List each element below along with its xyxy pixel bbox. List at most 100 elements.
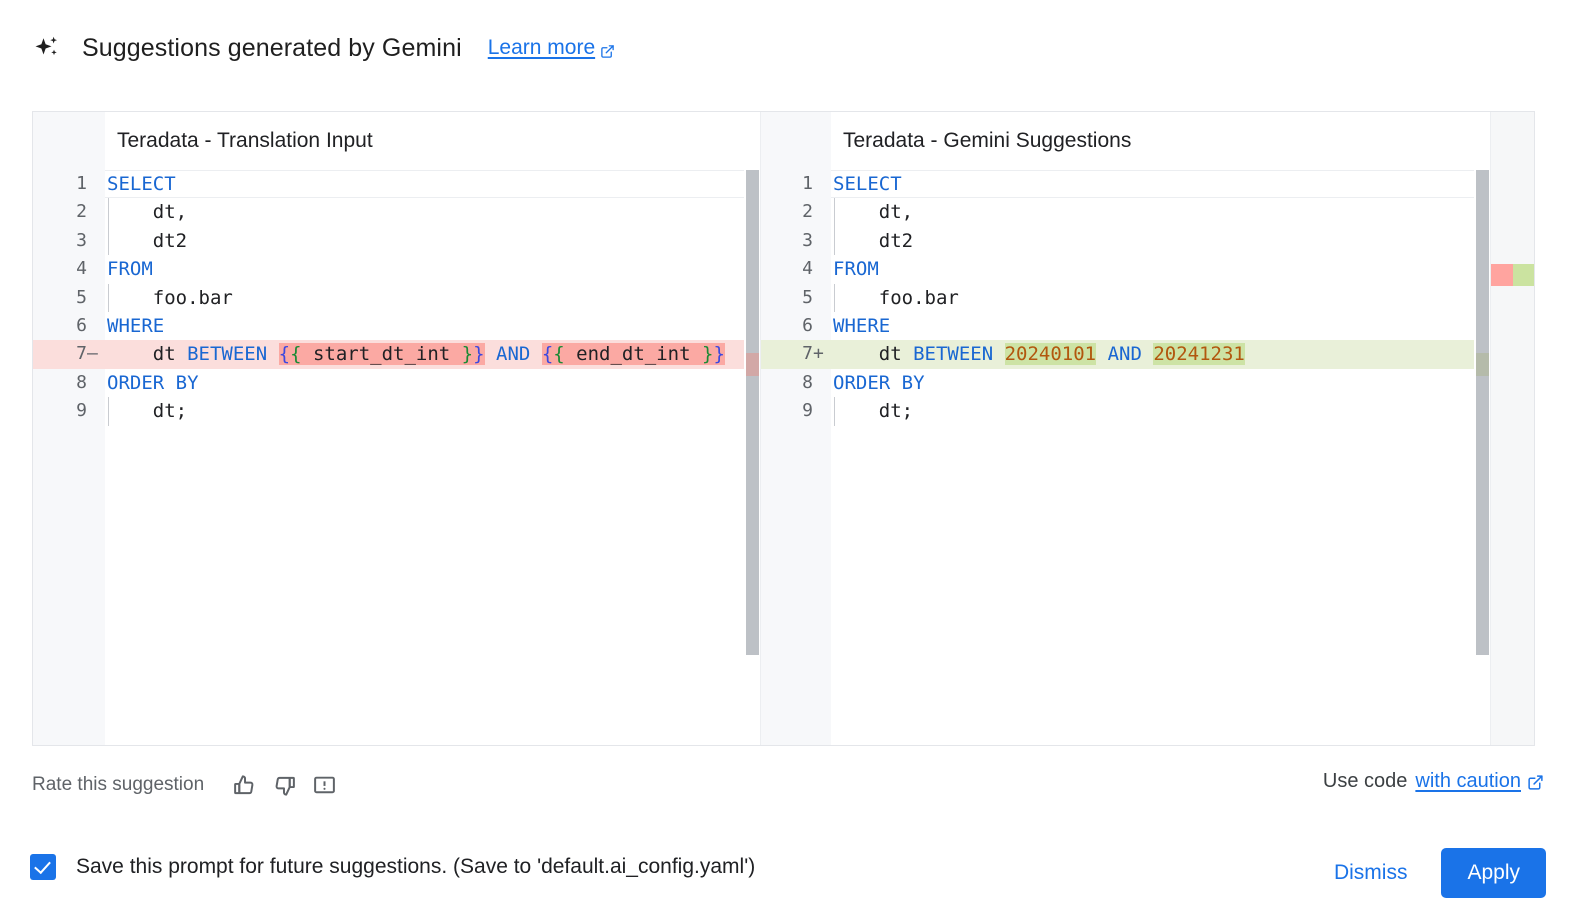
code-token: dt, — [107, 201, 188, 224]
thumb-up-icon[interactable] — [226, 767, 262, 803]
code-token: SELECT — [107, 173, 176, 195]
learn-more-label: Learn more — [487, 36, 596, 59]
code-token: dt; — [833, 400, 914, 423]
code-token — [1096, 343, 1107, 365]
right-scrollbar-thumb[interactable] — [1476, 170, 1489, 655]
code-token: } — [461, 343, 474, 366]
footer-actions: Dismiss Apply — [1318, 848, 1546, 898]
diff-sign: — — [87, 343, 98, 365]
line-number: 5 — [76, 286, 87, 308]
rate-suggestion-row: Rate this suggestion — [32, 765, 346, 805]
code-token: 20240101 — [1004, 343, 1097, 366]
right-gutter-title-spacer — [761, 112, 831, 170]
code-token: dt2 — [833, 229, 914, 252]
code-token: BETWEEN — [187, 343, 268, 366]
left-vertical-scrollbar[interactable] — [744, 112, 760, 745]
rate-label: Rate this suggestion — [32, 774, 205, 795]
line-number: 8 — [802, 371, 813, 393]
code-token — [993, 343, 1004, 365]
apply-button[interactable]: Apply — [1441, 848, 1546, 898]
code-line: dt BETWEEN 20240101 AND 20241231 — [831, 340, 1490, 369]
code-line: foo.bar — [105, 283, 760, 313]
use-code-prefix: Use code — [1322, 770, 1408, 792]
line-number: 2 — [802, 201, 813, 223]
left-scrollbar-thumb[interactable] — [746, 170, 759, 655]
external-link-icon — [1527, 774, 1543, 790]
code-token: foo.bar — [833, 286, 959, 309]
line-number: 3 — [802, 229, 813, 251]
external-link-icon — [600, 41, 615, 58]
line-number: 6 — [76, 314, 87, 336]
code-token: dt — [833, 343, 914, 366]
line-number: 3 — [76, 229, 87, 251]
code-line: FROM — [105, 255, 760, 283]
save-prompt-row: Save this prompt for future suggestions.… — [30, 854, 755, 880]
line-number: 1 — [802, 173, 813, 194]
code-token: SELECT — [833, 173, 902, 195]
code-token — [485, 343, 496, 365]
code-token: { — [278, 343, 291, 366]
code-token: } — [473, 343, 485, 366]
code-line: dt; — [831, 397, 1490, 426]
line-number: 6 — [802, 314, 813, 336]
code-line: dt BETWEEN {{ start_dt_int }} AND {{ end… — [105, 340, 760, 369]
page-title: Suggestions generated by Gemini — [82, 33, 462, 62]
left-gutter-title-spacer — [33, 112, 105, 170]
overview-ruler[interactable] — [1490, 112, 1534, 745]
code-line: dt2 — [831, 226, 1490, 256]
use-code-caution: Use code with caution — [1322, 770, 1543, 793]
with-caution-link[interactable]: with caution — [1415, 770, 1521, 792]
code-line: dt; — [105, 397, 760, 426]
diff-sign: + — [813, 343, 824, 365]
ruler-delete-marker — [1491, 264, 1513, 286]
code-line: WHERE — [105, 312, 760, 340]
report-icon[interactable] — [306, 767, 342, 803]
code-token: dt2 — [107, 229, 188, 252]
line-number: 7+ — [761, 340, 831, 369]
code-token: ORDER BY — [107, 371, 199, 394]
line-number: 9 — [802, 400, 813, 422]
code-token: dt — [107, 343, 188, 366]
save-prompt-label: Save this prompt for future suggestions.… — [76, 855, 756, 878]
code-token: dt, — [833, 201, 914, 224]
right-vertical-scrollbar[interactable] — [1474, 112, 1490, 745]
left-code-area[interactable]: Teradata - Translation Input SELECT dt, … — [105, 112, 760, 745]
code-token — [530, 343, 541, 365]
line-number: 8 — [76, 371, 87, 393]
code-line: FROM — [831, 255, 1490, 283]
code-token — [1142, 343, 1153, 365]
code-token: FROM — [833, 258, 879, 281]
code-token: { — [290, 343, 302, 366]
ruler-add-marker — [1513, 264, 1534, 286]
code-token: AND — [1107, 343, 1142, 366]
code-token: FROM — [107, 258, 153, 281]
learn-more-link[interactable]: Learn more — [488, 36, 615, 60]
sparkle-icon — [30, 31, 64, 65]
thumb-down-icon[interactable] — [266, 767, 302, 803]
code-line: SELECT — [831, 170, 1490, 198]
code-token: foo.bar — [107, 286, 233, 309]
line-number: 4 — [802, 258, 813, 280]
code-token: WHERE — [833, 314, 891, 337]
code-token: end_dt_int — [564, 343, 702, 366]
code-line: dt, — [105, 198, 760, 228]
right-code-area[interactable]: Teradata - Gemini Suggestions SELECT dt,… — [831, 112, 1490, 745]
panel-header: Suggestions generated by Gemini Learn mo… — [30, 26, 615, 70]
line-number: 7— — [33, 340, 105, 369]
code-token: BETWEEN — [913, 343, 994, 366]
code-token: { — [553, 343, 565, 366]
code-token: } — [713, 343, 725, 366]
code-line: foo.bar — [831, 283, 1490, 313]
save-prompt-checkbox[interactable] — [30, 854, 56, 880]
dismiss-button[interactable]: Dismiss — [1333, 861, 1408, 884]
line-number: 9 — [76, 400, 87, 422]
code-line: WHERE — [831, 312, 1490, 340]
code-token: } — [702, 343, 714, 366]
code-token: 20241231 — [1153, 343, 1245, 366]
